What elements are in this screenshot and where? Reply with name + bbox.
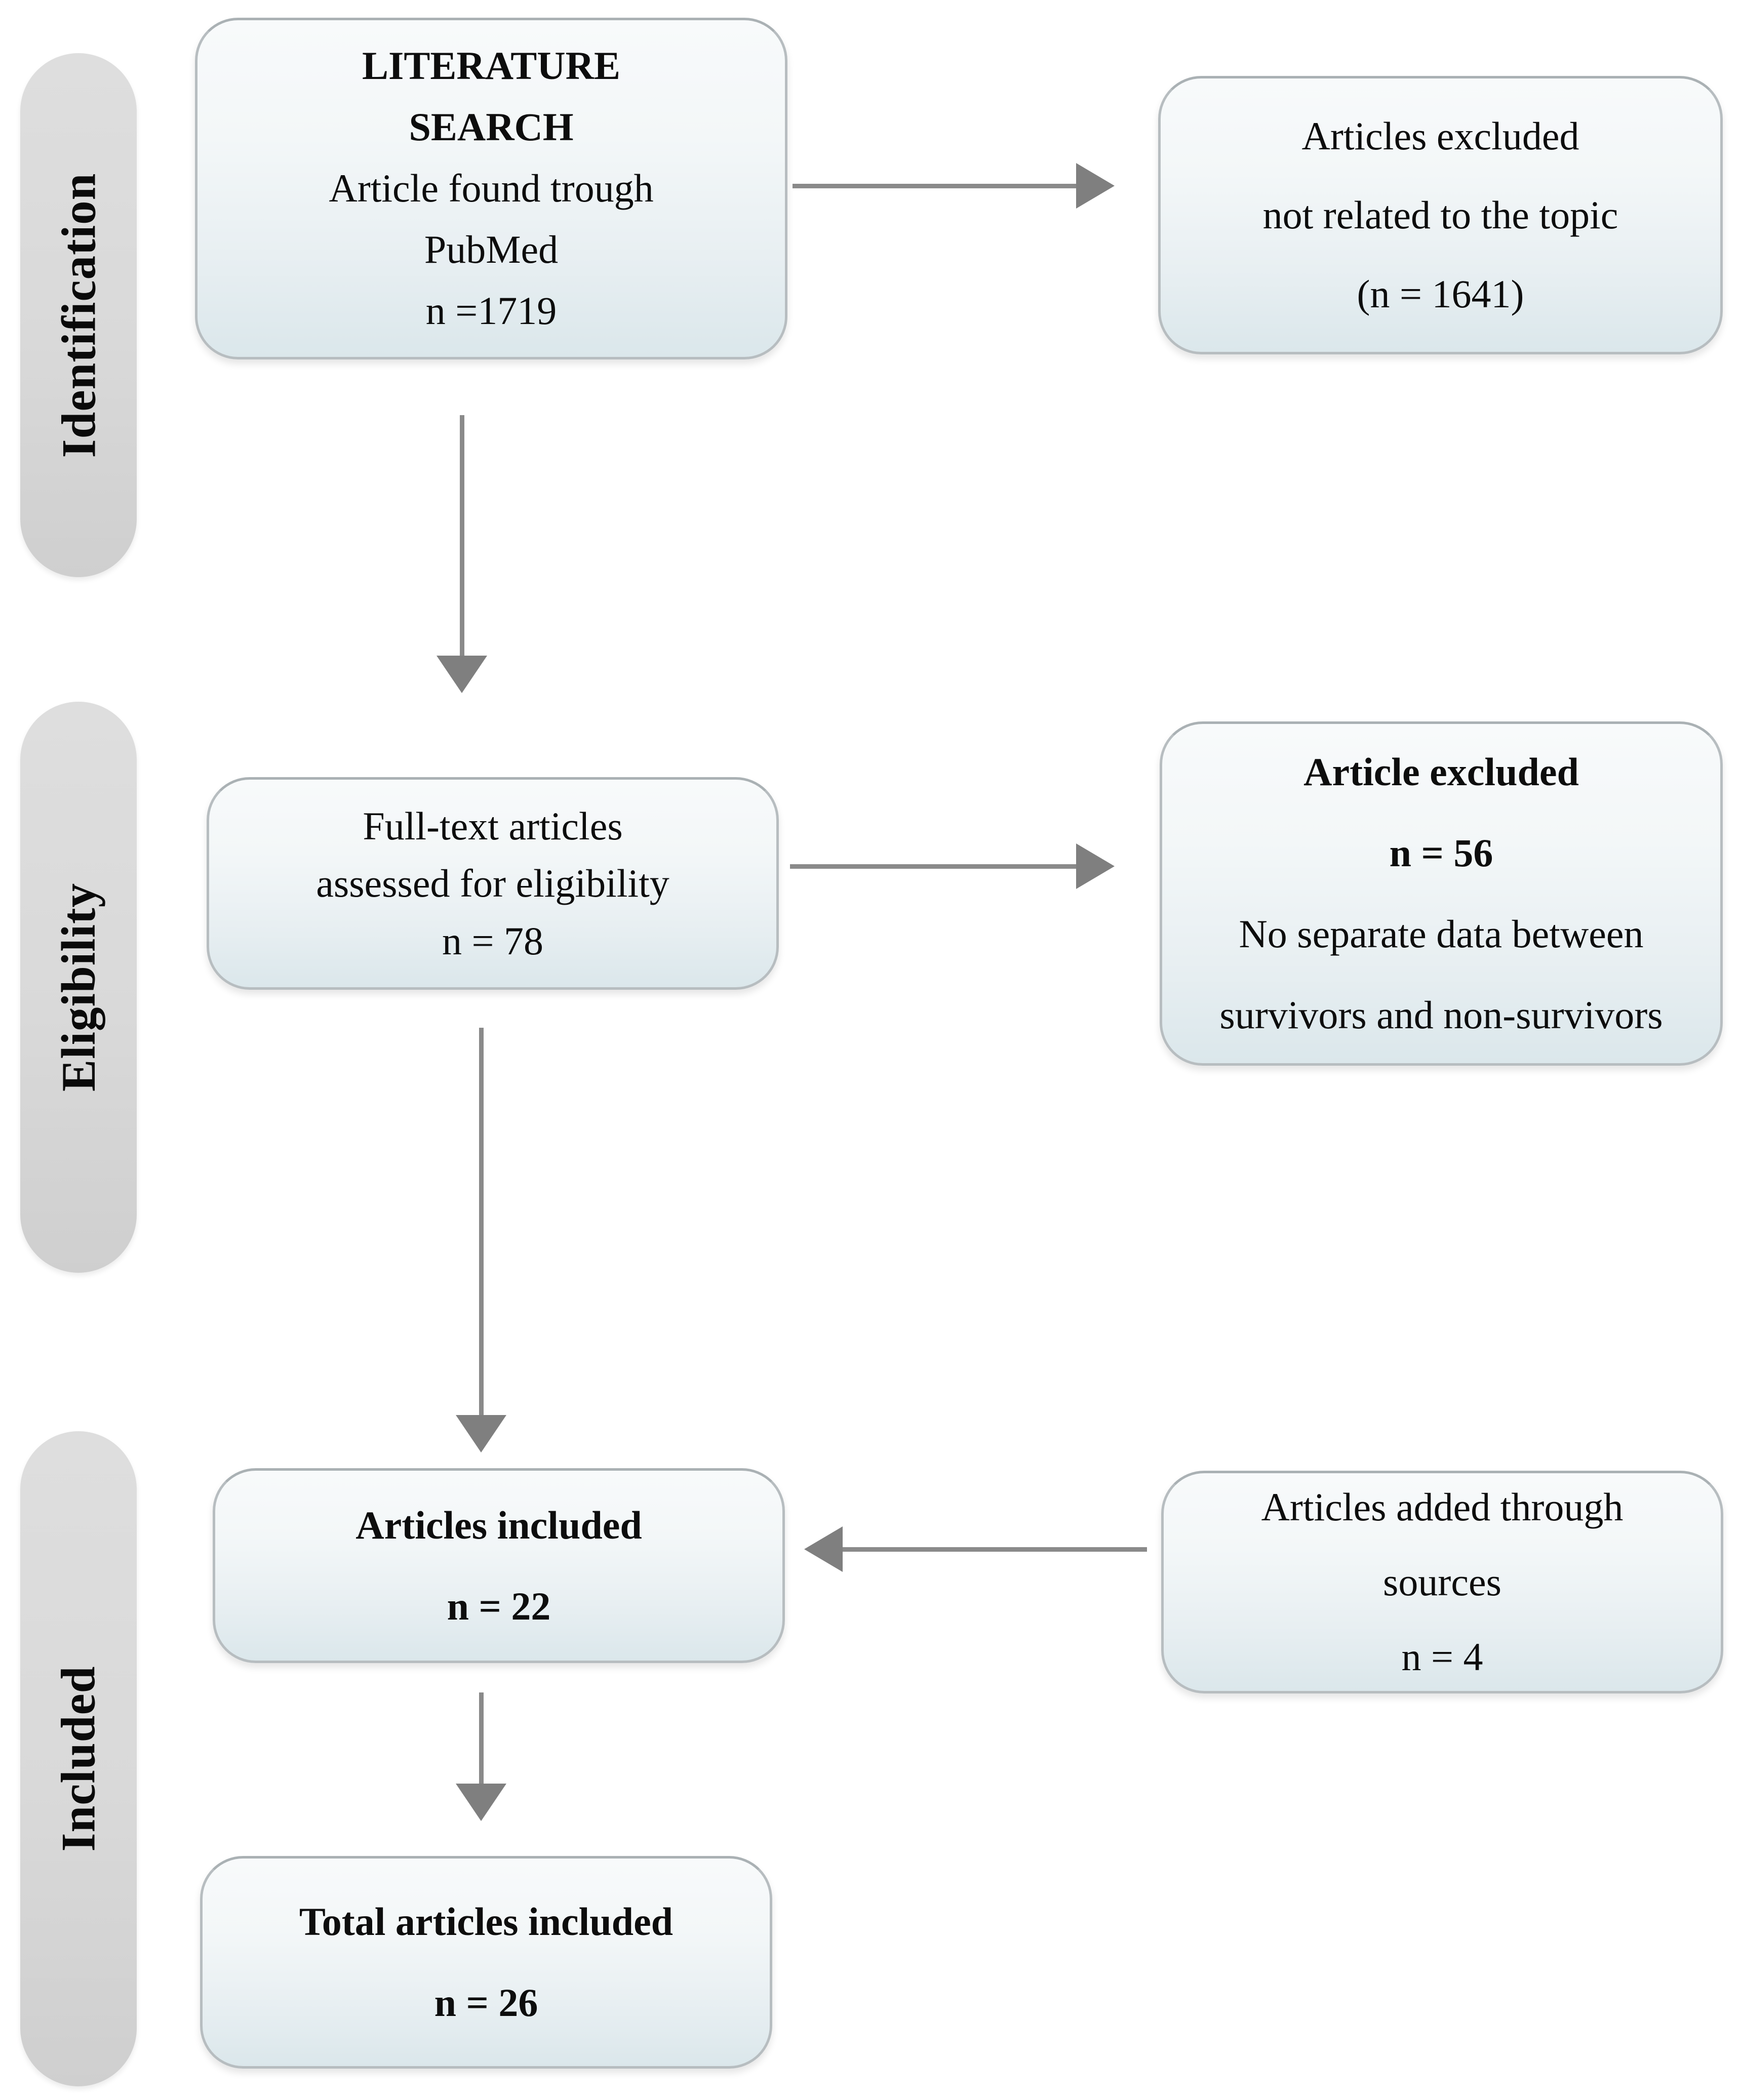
arrow-down-icon	[456, 1784, 506, 1821]
articles-included-count: n = 22	[447, 1584, 551, 1628]
literature-search-title-line2: SEARCH	[409, 105, 574, 149]
articles-included-title: Articles included	[355, 1503, 642, 1547]
box-article-excluded-data: Article excluded n = 56 No separate data…	[1160, 721, 1723, 1066]
arrow-left-icon	[804, 1526, 843, 1572]
stage-label-eligibility: Eligibility	[52, 882, 106, 1092]
box-articles-excluded-topic: Articles excluded not related to the top…	[1158, 76, 1723, 354]
added-sources-line1: Articles added through	[1261, 1484, 1624, 1529]
total-included-title: Total articles included	[299, 1900, 674, 1944]
box-articles-included: Articles included n = 22	[213, 1468, 785, 1663]
connector-sources-to-included-line	[842, 1547, 1147, 1552]
arrow-down-icon	[437, 656, 487, 693]
connector-included-to-total-line	[479, 1692, 484, 1785]
fulltext-line2: assessed for eligibility	[316, 861, 669, 906]
stage-pill-identification: Identification	[20, 53, 137, 577]
box-total-articles-included: Total articles included n = 26	[200, 1856, 772, 2069]
stage-pill-included: Included	[20, 1431, 137, 2086]
excluded-data-line2: survivors and non-survivors	[1219, 992, 1663, 1037]
arrow-right-icon	[1076, 163, 1115, 209]
stage-label-identification: Identification	[52, 173, 105, 458]
arrow-right-icon	[1076, 843, 1115, 889]
connector-fulltext-to-included-line	[479, 1028, 484, 1415]
excluded-data-count: n = 56	[1389, 831, 1493, 875]
added-sources-line2: sources	[1383, 1559, 1501, 1604]
excluded-data-title: Article excluded	[1303, 750, 1579, 794]
literature-search-line2: PubMed	[424, 227, 559, 271]
connector-search-to-excluded-line	[793, 184, 1076, 188]
fulltext-count: n = 78	[442, 918, 543, 963]
box-fulltext-eligibility: Full-text articles assessed for eligibil…	[207, 777, 779, 990]
literature-search-count: n =1719	[425, 288, 557, 333]
connector-search-to-fulltext-line	[460, 415, 464, 656]
arrow-down-icon	[456, 1415, 506, 1452]
stage-pill-eligibility: Eligibility	[20, 702, 137, 1273]
excluded-topic-count: (n = 1641)	[1357, 272, 1524, 316]
excluded-topic-line1: Articles excluded	[1301, 114, 1579, 158]
fulltext-line1: Full-text articles	[363, 804, 623, 849]
excluded-data-line1: No separate data between	[1239, 912, 1644, 956]
added-sources-count: n = 4	[1401, 1635, 1483, 1679]
stage-label-included: Included	[52, 1666, 106, 1852]
literature-search-line1: Article found trough	[329, 166, 654, 211]
excluded-topic-line2: not related to the topic	[1262, 193, 1618, 237]
box-literature-search: LITERATURE SEARCH Article found trough P…	[195, 18, 787, 359]
total-included-count: n = 26	[434, 1981, 538, 2025]
box-articles-added-sources: Articles added through sources n = 4	[1161, 1471, 1723, 1693]
literature-search-title-line1: LITERATURE	[362, 44, 620, 88]
connector-fulltext-to-excluded-line	[790, 864, 1076, 869]
